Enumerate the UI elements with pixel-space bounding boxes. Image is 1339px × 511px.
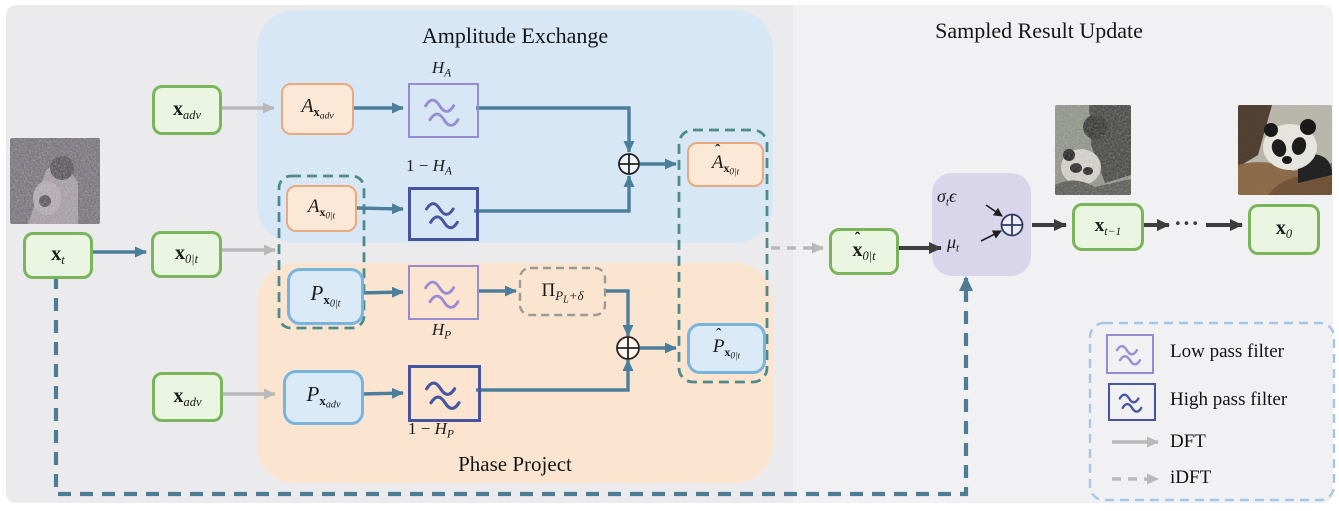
node-phase-xadv: Pxadv <box>283 370 364 425</box>
node-x-t-minus-1: xt−1 <box>1072 203 1144 251</box>
denoising-step-image <box>1055 105 1131 195</box>
high-pass-filter-phase-icon <box>408 365 481 422</box>
node-x-t-minus-1-label: x <box>1094 215 1105 237</box>
legend-low-pass-icon <box>1106 334 1154 374</box>
legend-high-pass-label: High pass filter <box>1170 389 1288 410</box>
amplitude-exchange-title: Amplitude Exchange <box>421 23 609 48</box>
node-amplitude-xadv: Axadv <box>281 83 354 135</box>
noisy-input-image <box>10 138 100 224</box>
node-x-0-label: x <box>1275 217 1286 240</box>
mu-label: μt <box>947 232 960 255</box>
node-x-0: x0 <box>1248 204 1320 255</box>
legend-dft-label: DFT <box>1170 431 1206 452</box>
node-x-adv-bottom-label: x <box>173 384 184 407</box>
node-x-0t: x0|t <box>151 231 222 278</box>
node-phase-x0t: Px0|t <box>287 268 364 325</box>
legend-low-pass-label: Low pass filter <box>1170 341 1284 362</box>
node-x-t: xt <box>23 232 93 279</box>
high-pass-filter-amplitude-icon <box>408 187 479 241</box>
node-x-adv-top-label: x <box>173 97 184 120</box>
node-amplitude-x0t: Ax0|t <box>286 185 357 232</box>
node-x-t-label: x <box>51 243 62 266</box>
label-H-P: HP <box>431 320 452 342</box>
legend-high-pass-icon <box>1108 383 1156 421</box>
low-pass-filter-amplitude-icon <box>408 83 479 138</box>
label-1-minus-H-P: 1 − HP <box>408 419 454 441</box>
hat-accent: ˆ <box>854 228 861 248</box>
legend-idft-label: iDFT <box>1170 467 1212 488</box>
phase-project-title: Phase Project <box>458 452 572 476</box>
projection-operator-label: ΠPL+δ <box>541 280 584 306</box>
node-x-adv-top: xadv <box>152 85 222 135</box>
sigma-epsilon-label: σtϵ <box>937 186 957 209</box>
label-1-minus-H-A: 1 − HA <box>406 156 452 178</box>
hat-accent: ˆ <box>716 325 722 343</box>
sampled-result-update-title: Sampled Result Update <box>935 18 1143 43</box>
label-H-A: HA <box>431 58 452 80</box>
node-x-0t-label: x <box>174 242 185 265</box>
clean-output-image <box>1238 105 1332 195</box>
low-pass-filter-phase-icon <box>408 265 479 320</box>
sampling-ellipsis: ··· <box>1173 211 1200 236</box>
hat-accent: ˆ <box>715 141 721 159</box>
node-x-adv-bottom: xadv <box>152 372 223 422</box>
